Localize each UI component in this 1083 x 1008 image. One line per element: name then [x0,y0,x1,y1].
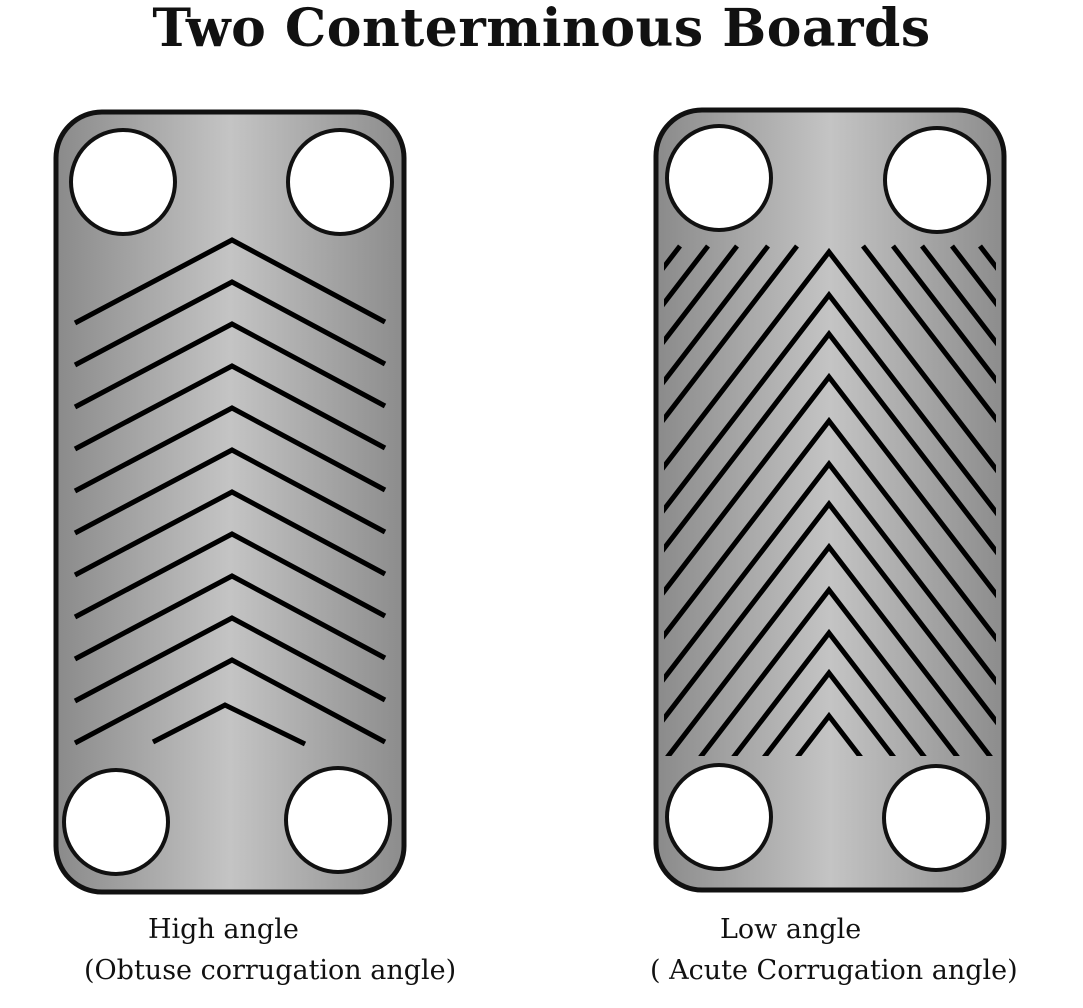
diagonal-groove [950,244,996,308]
diagonal-groove [664,244,739,346]
right-board [653,107,1007,893]
chevron-groove [73,531,387,620]
left-board [53,109,407,895]
chevron-groove [151,702,307,747]
diagonal-groove [664,244,710,308]
diagram-title: Two Conterminous Boards [152,0,931,59]
chevron-groove [664,290,996,517]
chevron-groove [73,573,387,662]
chevron-groove [73,489,387,578]
chevron-groove [73,237,387,326]
right-board-sublabel: ( Acute Corrugation angle) [650,955,1018,986]
right-board-label: Low angle [720,914,862,945]
diagonal-groove [664,244,799,424]
chevron-groove [761,668,897,756]
port-hole [69,128,177,236]
chevron-groove [795,711,863,756]
port-hole [882,764,990,872]
port-hole [62,768,170,876]
acute-corrugation-grooves [664,244,996,756]
port-hole [286,128,394,236]
chevron-groove [73,447,387,536]
chevron-groove [664,372,996,599]
chevron-groove [664,459,996,686]
left-board-sublabel: (Obtuse corrugation angle) [84,955,457,986]
port-hole [284,766,392,874]
chevron-groove [665,542,993,756]
left-plate [53,109,407,895]
obtuse-corrugation-grooves [73,237,387,747]
diagonal-groove [664,244,682,271]
port-hole [883,126,991,234]
chevron-groove [73,279,387,368]
chevron-groove [664,329,996,556]
port-hole [665,124,773,232]
chevron-groove [664,247,996,474]
chevron-groove [73,615,387,704]
diagonal-groove [861,244,996,424]
chevron-groove [731,628,927,756]
chevron-groove [664,416,996,643]
chevron-groove [73,321,387,410]
diagonal-groove [920,244,996,347]
chevron-groove [664,499,996,726]
diagonal-groove [891,244,996,385]
port-hole [665,763,773,871]
chevron-groove [73,405,387,494]
chevron-groove [73,363,387,452]
left-board-label: High angle [148,914,299,945]
chevron-groove [698,585,960,756]
diagonal-groove [664,244,770,386]
right-plate [653,107,1007,893]
chevron-groove [73,657,387,746]
